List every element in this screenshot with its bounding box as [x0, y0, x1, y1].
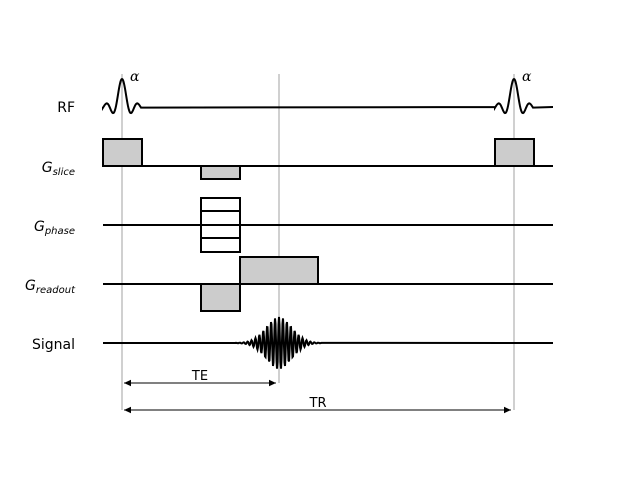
- g-readout-subscript: readout: [36, 285, 76, 296]
- g-readout-row-label: Greadout: [25, 278, 76, 296]
- g-slice-symbol: G: [42, 160, 53, 176]
- g-readout-trace: [103, 256, 553, 312]
- echo-signal-trace: [103, 316, 554, 369]
- phase-encode-table: [200, 197, 241, 253]
- readout-prephase-lobe: [200, 283, 241, 312]
- flip-angle-label-2: α: [522, 69, 532, 85]
- g-phase-row-label: Gphase: [34, 219, 75, 237]
- g-slice-subscript: slice: [53, 167, 75, 178]
- g-phase-subscript: phase: [44, 226, 75, 237]
- g-readout-symbol: G: [25, 278, 36, 294]
- slice-rephase-lobe: [200, 165, 241, 180]
- g-phase-symbol: G: [34, 219, 45, 235]
- tr-label: TR: [309, 396, 327, 411]
- rf-trace: [102, 77, 554, 115]
- te-label: TE: [191, 369, 208, 384]
- rf-row-label: RF: [57, 100, 75, 116]
- flip-angle-label-1: α: [130, 69, 140, 85]
- readout-lobe: [239, 256, 319, 285]
- g-slice-trace: [102, 138, 553, 180]
- signal-row-label: Signal: [32, 337, 75, 353]
- slice-select-lobe-1: [102, 138, 143, 167]
- g-slice-row-label: Gslice: [42, 160, 75, 178]
- slice-select-lobe-2: [494, 138, 535, 167]
